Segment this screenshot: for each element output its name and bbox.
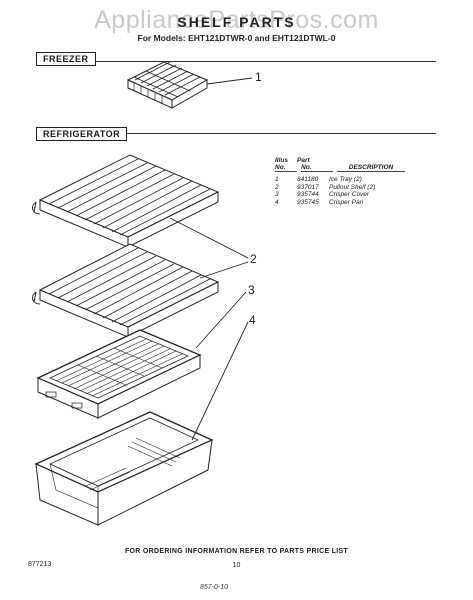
freezer-divider	[36, 61, 436, 63]
header-illus-top: Illus	[275, 157, 289, 164]
pullout-shelf-lower-drawing	[32, 243, 220, 338]
callout-3: 3	[248, 283, 255, 297]
row-description: Crisper Pan	[329, 198, 364, 206]
row-part-number: 937017	[297, 183, 319, 191]
parts-table-header-top: Illus Part	[275, 157, 405, 164]
table-row: 3 935744 Crisper Cover	[275, 191, 405, 199]
refrigerator-divider	[36, 133, 436, 135]
row-illus: 2	[275, 183, 279, 191]
header-desc-bottom: DESCRIPTION	[337, 164, 405, 172]
leader-lines	[169, 77, 253, 441]
table-row: 1 841180 Ice Tray (2)	[275, 176, 405, 184]
row-part-number: 935744	[297, 191, 319, 198]
header-illus-bottom: No.	[275, 164, 297, 172]
watermark: AppliancePartsPros.com	[94, 6, 379, 34]
row-description: Ice Tray (2)	[329, 176, 362, 183]
callout-4: 4	[249, 313, 256, 327]
freezer-section-label: FREEZER	[36, 52, 96, 66]
row-description: Crisper Cover	[329, 191, 370, 198]
ordering-note: FOR ORDERING INFORMATION REFER TO PARTS …	[124, 548, 349, 555]
document-number: 877213	[28, 561, 52, 568]
handwritten-note: 857-0-10	[200, 584, 229, 591]
row-part-number: 841180	[297, 176, 319, 183]
row-illus: 3	[275, 191, 279, 198]
pullout-shelf-upper-drawing	[32, 154, 220, 248]
header-part-top: Part	[297, 157, 310, 164]
parts-table: Illus Part No. No. DESCRIPTION 1 841180 …	[275, 157, 405, 206]
page-number: 10	[232, 562, 241, 569]
row-illus: 4	[275, 198, 279, 206]
table-row: 2 937017 Pullout Shelf (2)	[275, 184, 405, 192]
row-illus: 1	[275, 176, 279, 183]
header-part-bottom: No.	[301, 164, 333, 172]
parts-table-header-bottom: No. No. DESCRIPTION	[275, 164, 405, 172]
row-part-number: 935745	[297, 198, 319, 206]
refrigerator-section-label: REFRIGERATOR	[36, 127, 128, 141]
callout-1: 1	[255, 70, 262, 84]
crisper-pan-drawing	[34, 411, 214, 526]
table-row: 4 935745 Crisper Pan	[275, 199, 405, 207]
crisper-cover-drawing	[36, 329, 202, 419]
callout-2: 2	[250, 252, 257, 266]
model-subtitle: For Models: EHT121DTWR-0 and EHT121DTWL-…	[137, 33, 336, 43]
page-title: SHELF PARTS	[177, 14, 296, 30]
row-description: Pullout Shelf (2)	[329, 183, 376, 191]
ice-tray-drawing	[126, 61, 209, 109]
